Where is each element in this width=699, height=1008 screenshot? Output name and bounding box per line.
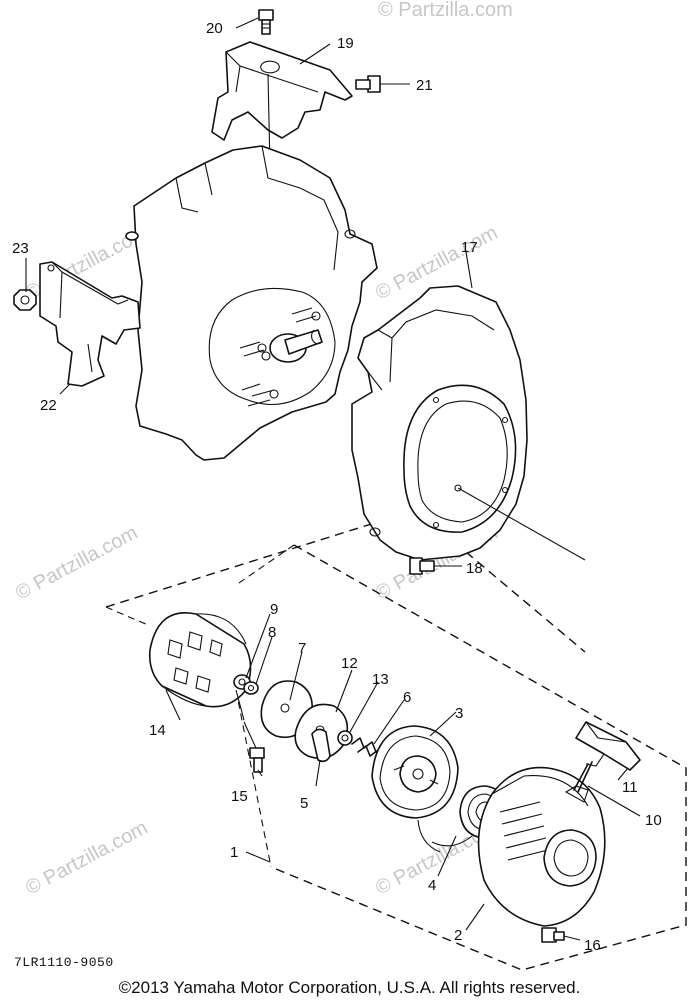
callout-17: 17: [461, 239, 478, 256]
part-5-ratchet: [311, 728, 331, 763]
callout-14: 14: [149, 722, 166, 739]
callout-23: 23: [12, 240, 29, 257]
leader-lines: [25, 17, 641, 931]
callout-labels: 2 1 3 4 5 6 7 8 9 10 11 12 13 14 15 16 1…: [12, 20, 662, 954]
part-18-bolt: [409, 557, 462, 575]
callout-1: 1: [230, 844, 238, 861]
part-10-rope: [573, 761, 593, 793]
part-11-handle: [575, 721, 641, 771]
callout-22: 22: [40, 397, 57, 414]
watermark-text: © Partzilla.com: [378, 0, 513, 21]
part-22-bracket: [39, 261, 141, 387]
callout-21: 21: [416, 77, 433, 94]
callout-20: 20: [206, 20, 223, 37]
callout-5: 5: [300, 795, 308, 812]
engine-crankcase: [125, 145, 378, 461]
callout-8: 8: [268, 624, 276, 641]
callout-18: 18: [466, 560, 483, 577]
callout-3: 3: [455, 705, 463, 722]
part-19-cover: [211, 41, 353, 169]
part-8-washer: [243, 681, 259, 695]
part-15-bolt: [243, 721, 265, 773]
callout-16: 16: [584, 937, 601, 954]
part-3-pulley: [371, 725, 459, 819]
callout-12: 12: [341, 655, 358, 672]
callout-9: 9: [270, 601, 278, 618]
copyright-notice: ©2013 Yamaha Motor Corporation, U.S.A. A…: [118, 978, 581, 997]
callout-2: 2: [454, 927, 462, 944]
callout-4: 4: [428, 877, 436, 894]
part-23-nut: [13, 289, 37, 311]
callout-15: 15: [231, 788, 248, 805]
watermark-text: © Partzilla.com: [22, 817, 151, 900]
assembly-outline: [105, 509, 687, 971]
callout-13: 13: [372, 671, 389, 688]
part-21-bolt: [355, 75, 410, 93]
callout-6: 6: [403, 689, 411, 706]
callout-19: 19: [337, 35, 354, 52]
callout-10: 10: [645, 812, 662, 829]
part-13-collar: [337, 730, 353, 746]
part-16-bolt: [541, 927, 581, 943]
watermark-text: © Partzilla.com: [12, 522, 141, 605]
part-2-starter-case: [477, 766, 606, 927]
drawing-code: 7LR1110-9050: [14, 955, 114, 970]
part-17-fan-housing: [351, 285, 586, 561]
callout-11: 11: [622, 779, 638, 796]
part-20-bolt: [258, 9, 274, 35]
callout-7: 7: [298, 640, 306, 657]
part-14-starter-cup: [148, 612, 252, 721]
